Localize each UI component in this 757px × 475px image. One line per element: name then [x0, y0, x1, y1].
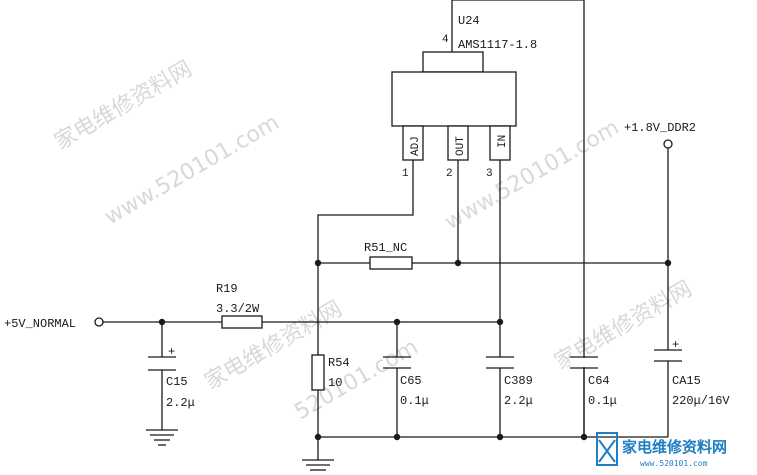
output-net-label: +1.8V_DDR2 [624, 121, 696, 135]
capacitor-c65: C65 0.1μ [383, 356, 429, 408]
ic-tab-pin-number: 4 [442, 34, 449, 46]
capacitor-c15-value: 2.2μ [166, 396, 195, 410]
resistor-r54-value: 10 [328, 376, 342, 390]
ground-symbol-main [302, 459, 334, 471]
resistor-r51-ref: R51_NC [364, 241, 407, 255]
ground-symbol-c15 [146, 429, 178, 446]
logo-mark [596, 432, 618, 466]
junction-dot [496, 318, 504, 326]
logo-mark-cross [598, 439, 616, 463]
junction-dot [496, 433, 504, 441]
junction-dot [393, 433, 401, 441]
resistor-r19-ref: R19 [216, 282, 238, 296]
junction-dot [314, 433, 322, 441]
input-terminal [94, 317, 104, 327]
capacitor-c389-value: 2.2μ [504, 394, 533, 408]
junction-dot [314, 259, 322, 267]
c64-gap [570, 358, 598, 367]
ic-tab-body [422, 51, 484, 73]
resistor-r54-ref: R54 [328, 356, 350, 370]
ic-pin-1-number: 1 [402, 168, 409, 180]
ic-part: AMS1117-1.8 [458, 38, 537, 52]
capacitor-c15-ref: C15 [166, 375, 188, 389]
junction-dot [393, 318, 401, 326]
junction-dot [454, 259, 462, 267]
regulator-ic: ADJ OUT IN 1 2 3 4 U24 AMS1117-1.8 [391, 0, 585, 435]
capacitor-c389-ref: C389 [504, 374, 533, 388]
capacitor-c64: C64 0.1μ [570, 356, 617, 408]
watermark-url-1: www.520101.com [101, 110, 284, 230]
wire-adj [317, 160, 414, 355]
capacitor-ca15-ref: CA15 [672, 374, 701, 388]
capacitor-c65-ref: C65 [400, 374, 422, 388]
resistor-r19 [221, 315, 263, 329]
ic-pin-adj-label: ADJ [410, 136, 422, 156]
logo-url: www.520101.com [640, 459, 708, 468]
junction-dot [158, 318, 166, 326]
ic-pin-out-label: OUT [455, 136, 467, 156]
output-terminal [663, 139, 673, 149]
ic-tab-wire [452, 0, 585, 435]
capacitor-c389: C389 2.2μ [486, 356, 533, 408]
capacitor-ca15-polarity: + [672, 338, 679, 352]
watermark-cn-1: 家电维修资料网 [51, 57, 197, 156]
junction-dots [158, 259, 672, 441]
ic-pin-2-number: 2 [446, 168, 453, 180]
ic-body [391, 71, 517, 127]
capacitor-c15: + C15 2.2μ [148, 345, 195, 410]
capacitor-ca15: + CA15 220μ/16V [654, 338, 730, 408]
capacitor-c64-value: 0.1μ [588, 394, 617, 408]
wires [103, 148, 669, 460]
ic-pin-3-number: 3 [486, 168, 493, 180]
capacitor-c64-ref: C64 [588, 374, 610, 388]
ic-ref: U24 [458, 14, 480, 28]
capacitor-ca15-value: 220μ/16V [672, 394, 730, 408]
resistor-r51 [369, 256, 413, 270]
logo-text: 家电维修资料网 [622, 438, 727, 456]
junction-dot [664, 259, 672, 267]
input-net-label: +5V_NORMAL [4, 317, 76, 331]
ic-pin-in-label: IN [497, 135, 509, 148]
junction-dot [580, 433, 588, 441]
capacitor-c15-polarity: + [168, 345, 175, 359]
capacitor-c65-value: 0.1μ [400, 394, 429, 408]
resistor-r54 [311, 354, 325, 391]
resistor-r19-value: 3.3/2W [216, 302, 260, 316]
site-logo: 家电维修资料网 www.520101.com [596, 432, 727, 468]
